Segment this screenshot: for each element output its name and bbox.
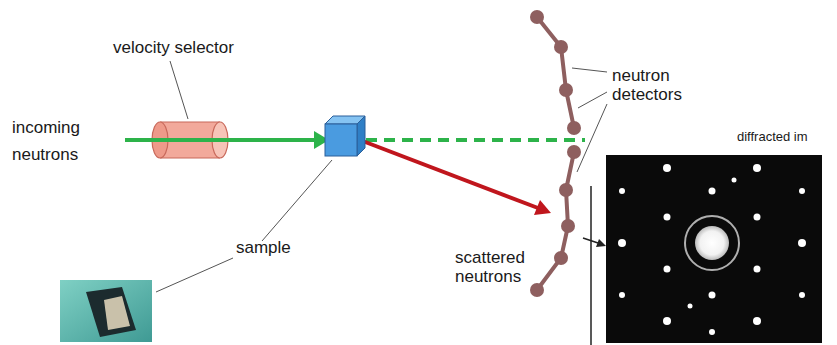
spot (664, 266, 671, 273)
pointer-arrowhead (596, 239, 606, 247)
diffraction-ring (685, 216, 739, 270)
part-label: diffracted im (737, 129, 808, 145)
detector-chain (537, 152, 574, 290)
spot (753, 317, 761, 325)
part-label: incoming neutrons (12, 114, 107, 168)
spot (709, 188, 716, 195)
leader-line (578, 92, 607, 108)
detector (530, 10, 544, 24)
spot (709, 329, 715, 335)
spot (799, 292, 805, 298)
detector (554, 251, 568, 265)
spot (753, 164, 761, 172)
part-label: velocity selector (113, 38, 234, 58)
spot (664, 214, 671, 221)
spot (663, 164, 671, 172)
scattered-arrowhead (534, 200, 551, 215)
detector (567, 145, 581, 159)
scattered-beam (360, 140, 538, 208)
detector-chain (537, 17, 574, 128)
cylinder-edge (160, 157, 220, 158)
detector-dots (530, 10, 581, 297)
part-label: neutron detectors (612, 66, 702, 104)
cube-front (325, 124, 357, 156)
leader-line (262, 160, 332, 241)
incoming-beam (125, 138, 316, 142)
spot (754, 214, 761, 221)
crystal-face (104, 296, 130, 330)
spot (798, 239, 806, 247)
crystal (86, 287, 136, 337)
leader-line (577, 104, 607, 172)
leader-line (156, 258, 233, 292)
part-label: sample (236, 238, 291, 258)
spot (732, 178, 737, 183)
bracket-line (590, 186, 592, 345)
pointer-arrow (583, 238, 598, 243)
crystal-photo (60, 280, 152, 342)
diffraction-image (606, 155, 822, 343)
detector (554, 40, 568, 54)
spot (618, 239, 626, 247)
spot (754, 266, 761, 273)
leader-line (170, 61, 188, 119)
detector (559, 183, 573, 197)
spot (799, 188, 805, 194)
spot (688, 304, 693, 309)
spot (663, 317, 671, 325)
leader-line (572, 68, 607, 72)
detector (561, 219, 575, 233)
detector (530, 283, 544, 297)
cube-side (357, 116, 365, 156)
spot (619, 292, 625, 298)
detector (559, 83, 573, 97)
diffraction-spots (618, 164, 806, 335)
part-label: scattered neutrons (455, 248, 543, 286)
cylinder-edge (160, 121, 220, 122)
central-spot (695, 226, 729, 260)
spot (709, 292, 716, 299)
spot (619, 188, 625, 194)
transmitted-beam (366, 138, 585, 142)
detector (567, 121, 581, 135)
